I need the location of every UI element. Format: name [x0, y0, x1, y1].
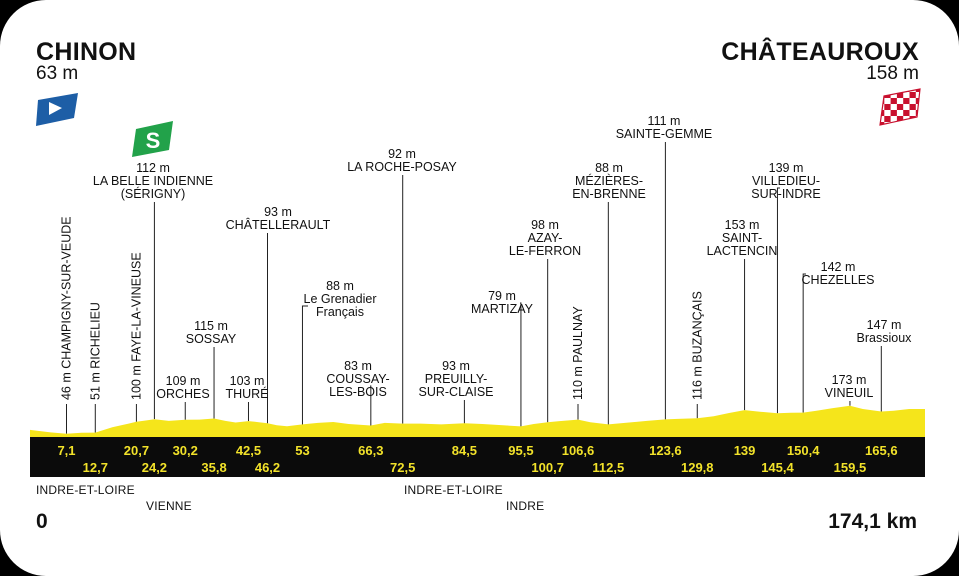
start-km: 0 [36, 510, 48, 533]
km-band [30, 437, 925, 477]
km-label: 129,8 [681, 460, 714, 475]
finish-city: CHÂTEAUROUX [721, 38, 919, 66]
finish-altitude: 158 m [866, 63, 919, 84]
km-label: 20,7 [124, 443, 149, 458]
sprint-symbol: S [146, 128, 161, 153]
department-label: INDRE-ET-LOIRE [404, 483, 503, 497]
leader-line [520, 302, 522, 427]
point-label-vertical: 110 m PAULNAY [571, 306, 585, 400]
km-label: 123,6 [649, 443, 682, 458]
start-flag-icon [36, 93, 78, 126]
km-label: 46,2 [255, 460, 280, 475]
km-label: 95,5 [508, 443, 533, 458]
department-label: VIENNE [146, 499, 192, 513]
km-label: 35,8 [201, 460, 226, 475]
km-label: 42,5 [236, 443, 261, 458]
point-label-vertical: 116 m BUZANÇAIS [690, 291, 704, 400]
point-label-vertical: 100 m FAYE-LA-VINEUSE [129, 252, 143, 400]
department-label: INDRE [506, 499, 545, 513]
elevation-profile-area [30, 405, 925, 437]
leader-line [301, 305, 308, 425]
checkered-finish-flag-icon [879, 88, 921, 126]
km-label: 53 [295, 443, 309, 458]
leader-line [802, 273, 806, 413]
km-label: 100,7 [531, 460, 564, 475]
leader-line [370, 385, 372, 426]
start-altitude: 63 m [36, 63, 79, 84]
km-label: 150,4 [787, 443, 820, 458]
finish-km: 174,1 km [828, 510, 917, 533]
department-label: INDRE-ET-LOIRE [36, 483, 135, 497]
km-label: 24,2 [142, 460, 167, 475]
leader-line [776, 187, 780, 414]
km-label: 12,7 [83, 460, 108, 475]
km-label: 165,6 [865, 443, 898, 458]
km-label: 66,3 [358, 443, 383, 458]
km-label: 84,5 [452, 443, 477, 458]
km-label: 106,6 [562, 443, 595, 458]
intermediate-sprint-icon: S [132, 121, 173, 157]
km-label: 30,2 [173, 443, 198, 458]
km-label: 139 [734, 443, 756, 458]
km-label: 145,4 [761, 460, 794, 475]
km-label: 112,5 [592, 460, 624, 475]
km-label: 7,1 [57, 443, 75, 458]
km-label: 159,5 [834, 460, 867, 475]
km-label: 72,5 [390, 460, 415, 475]
point-label-vertical: 46 m CHAMPIGNY-SUR-VEUDE [59, 216, 73, 400]
start-city: CHINON [36, 38, 137, 66]
point-label-vertical: 51 m RICHELIEU [88, 302, 102, 400]
